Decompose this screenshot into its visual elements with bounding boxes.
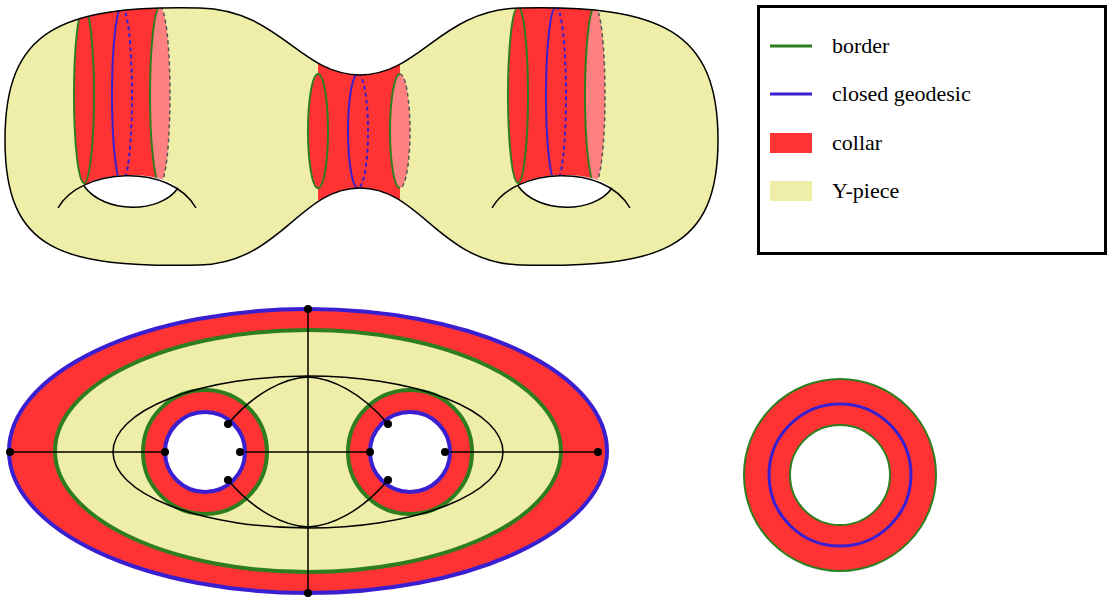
legend-label: border	[832, 33, 889, 59]
genus-two-surface	[5, 0, 718, 265]
legend-label: closed geodesic	[832, 81, 971, 107]
legend-swatch	[770, 133, 812, 153]
legend-entry: closed geodesic	[770, 79, 971, 109]
flattened-surface	[6, 305, 607, 597]
legend-entry: border	[770, 31, 889, 61]
legend-box: border closed geodesic collarY-piece	[757, 5, 1107, 255]
legend-label: Y-piece	[832, 178, 899, 204]
legend-swatch	[770, 181, 812, 201]
legend-entry: collar	[770, 128, 882, 158]
legend-entry: Y-piece	[770, 176, 899, 206]
collar-annulus	[744, 379, 936, 571]
legend-line-sample	[770, 36, 812, 56]
legend-label: collar	[832, 130, 882, 156]
legend-line-sample	[770, 84, 812, 104]
